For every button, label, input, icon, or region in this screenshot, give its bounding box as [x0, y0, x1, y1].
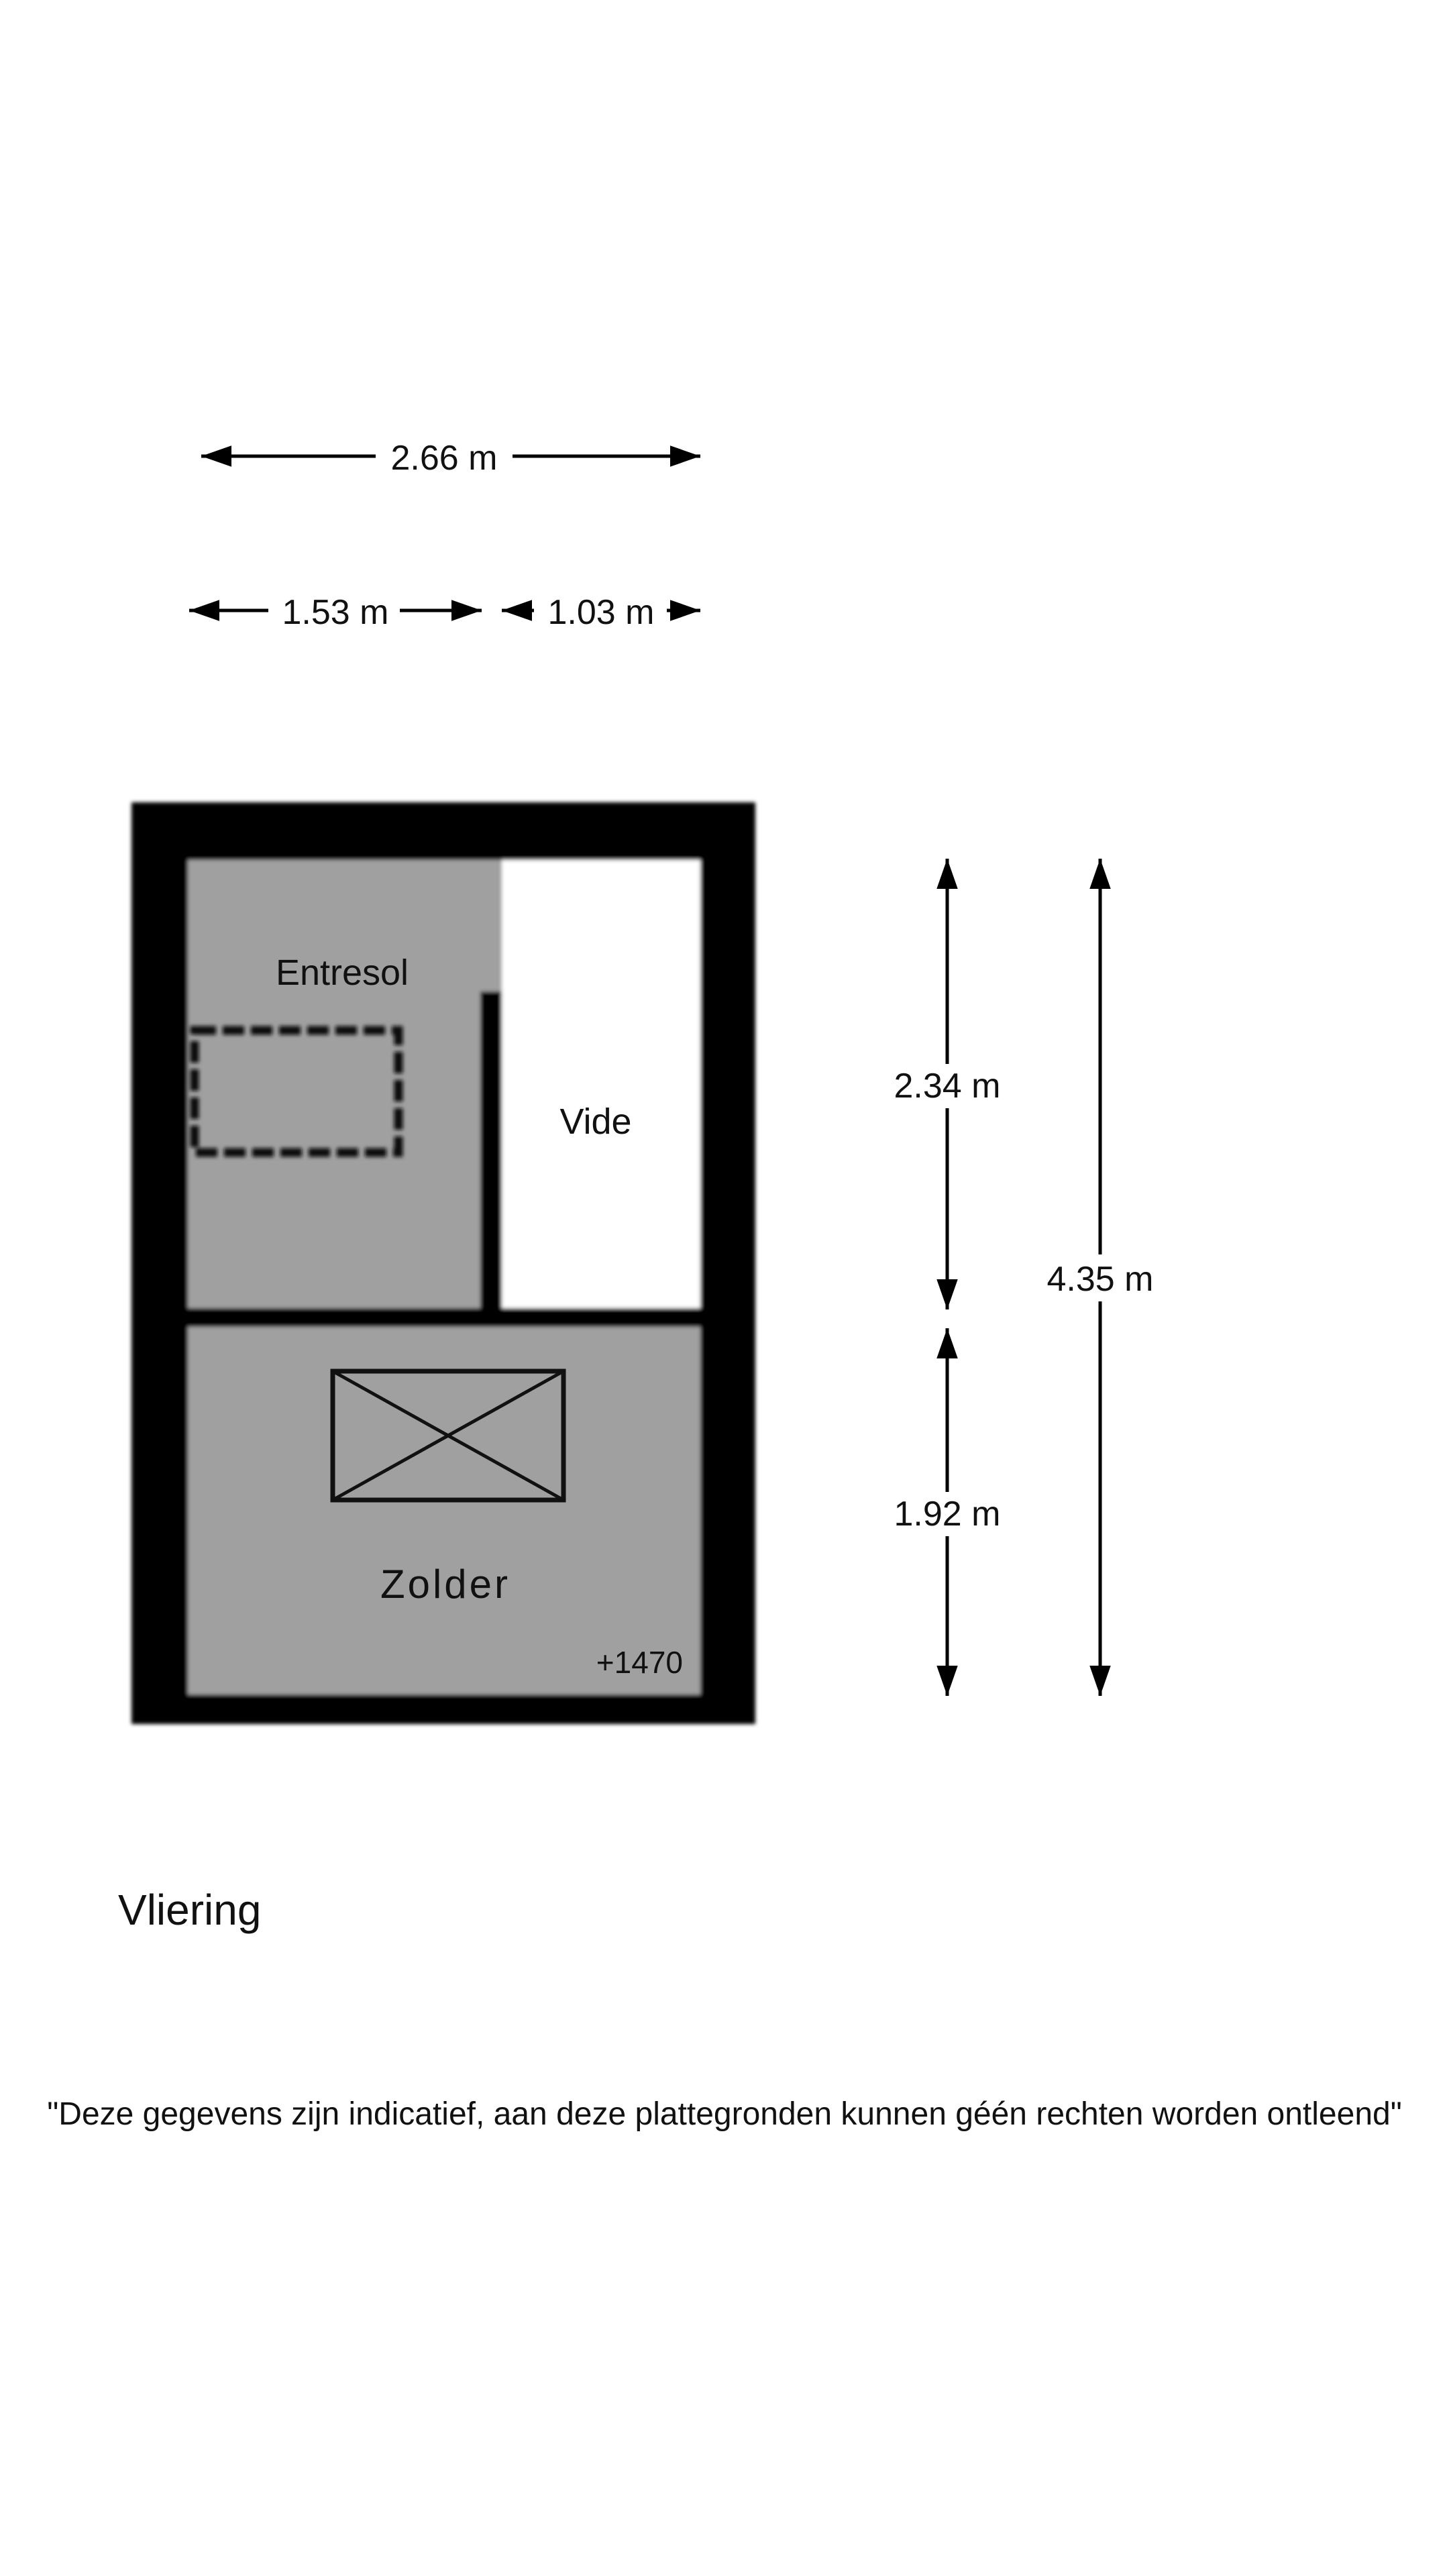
level-label: +1470 [596, 1645, 683, 1680]
attic-hatch-icon [330, 1368, 566, 1503]
dimension-upper-depth: 2.34 m [894, 859, 1001, 1309]
dimension-label: 4.35 m [1047, 1260, 1154, 1299]
floor-name: Vliering [118, 1886, 262, 1934]
hatch-outline [190, 1026, 403, 1157]
dimension-right-width: 1.03 m [502, 593, 700, 632]
entresol-floor [188, 860, 502, 1308]
disclaimer: "Deze gegevens zijn indicatief, aan deze… [47, 2096, 1402, 2132]
dimension-left-width: 1.53 m [189, 593, 482, 632]
hatch-frame [330, 1368, 566, 1503]
dimension-label: 1.53 m [282, 593, 389, 632]
dimension-label: 2.34 m [894, 1067, 1001, 1106]
dimension-label: 2.66 m [391, 439, 498, 478]
zolder-floor [188, 1327, 700, 1695]
building [131, 802, 755, 1724]
vide-opening [502, 860, 700, 1308]
room-label-zolder: Zolder [380, 1562, 511, 1607]
dimension-label: 1.03 m [548, 593, 655, 632]
vide-wall [480, 991, 502, 1308]
dimension-total-depth: 4.35 m [1047, 859, 1154, 1696]
hatch-diagonal [331, 1369, 565, 1502]
room-label-vide: Vide [559, 1102, 631, 1142]
dimension-total-width: 2.66 m [201, 439, 700, 478]
room-label-entresol: Entresol [276, 953, 409, 993]
dimension-label: 1.92 m [894, 1495, 1001, 1534]
dimension-lower-depth: 1.92 m [894, 1328, 1001, 1696]
